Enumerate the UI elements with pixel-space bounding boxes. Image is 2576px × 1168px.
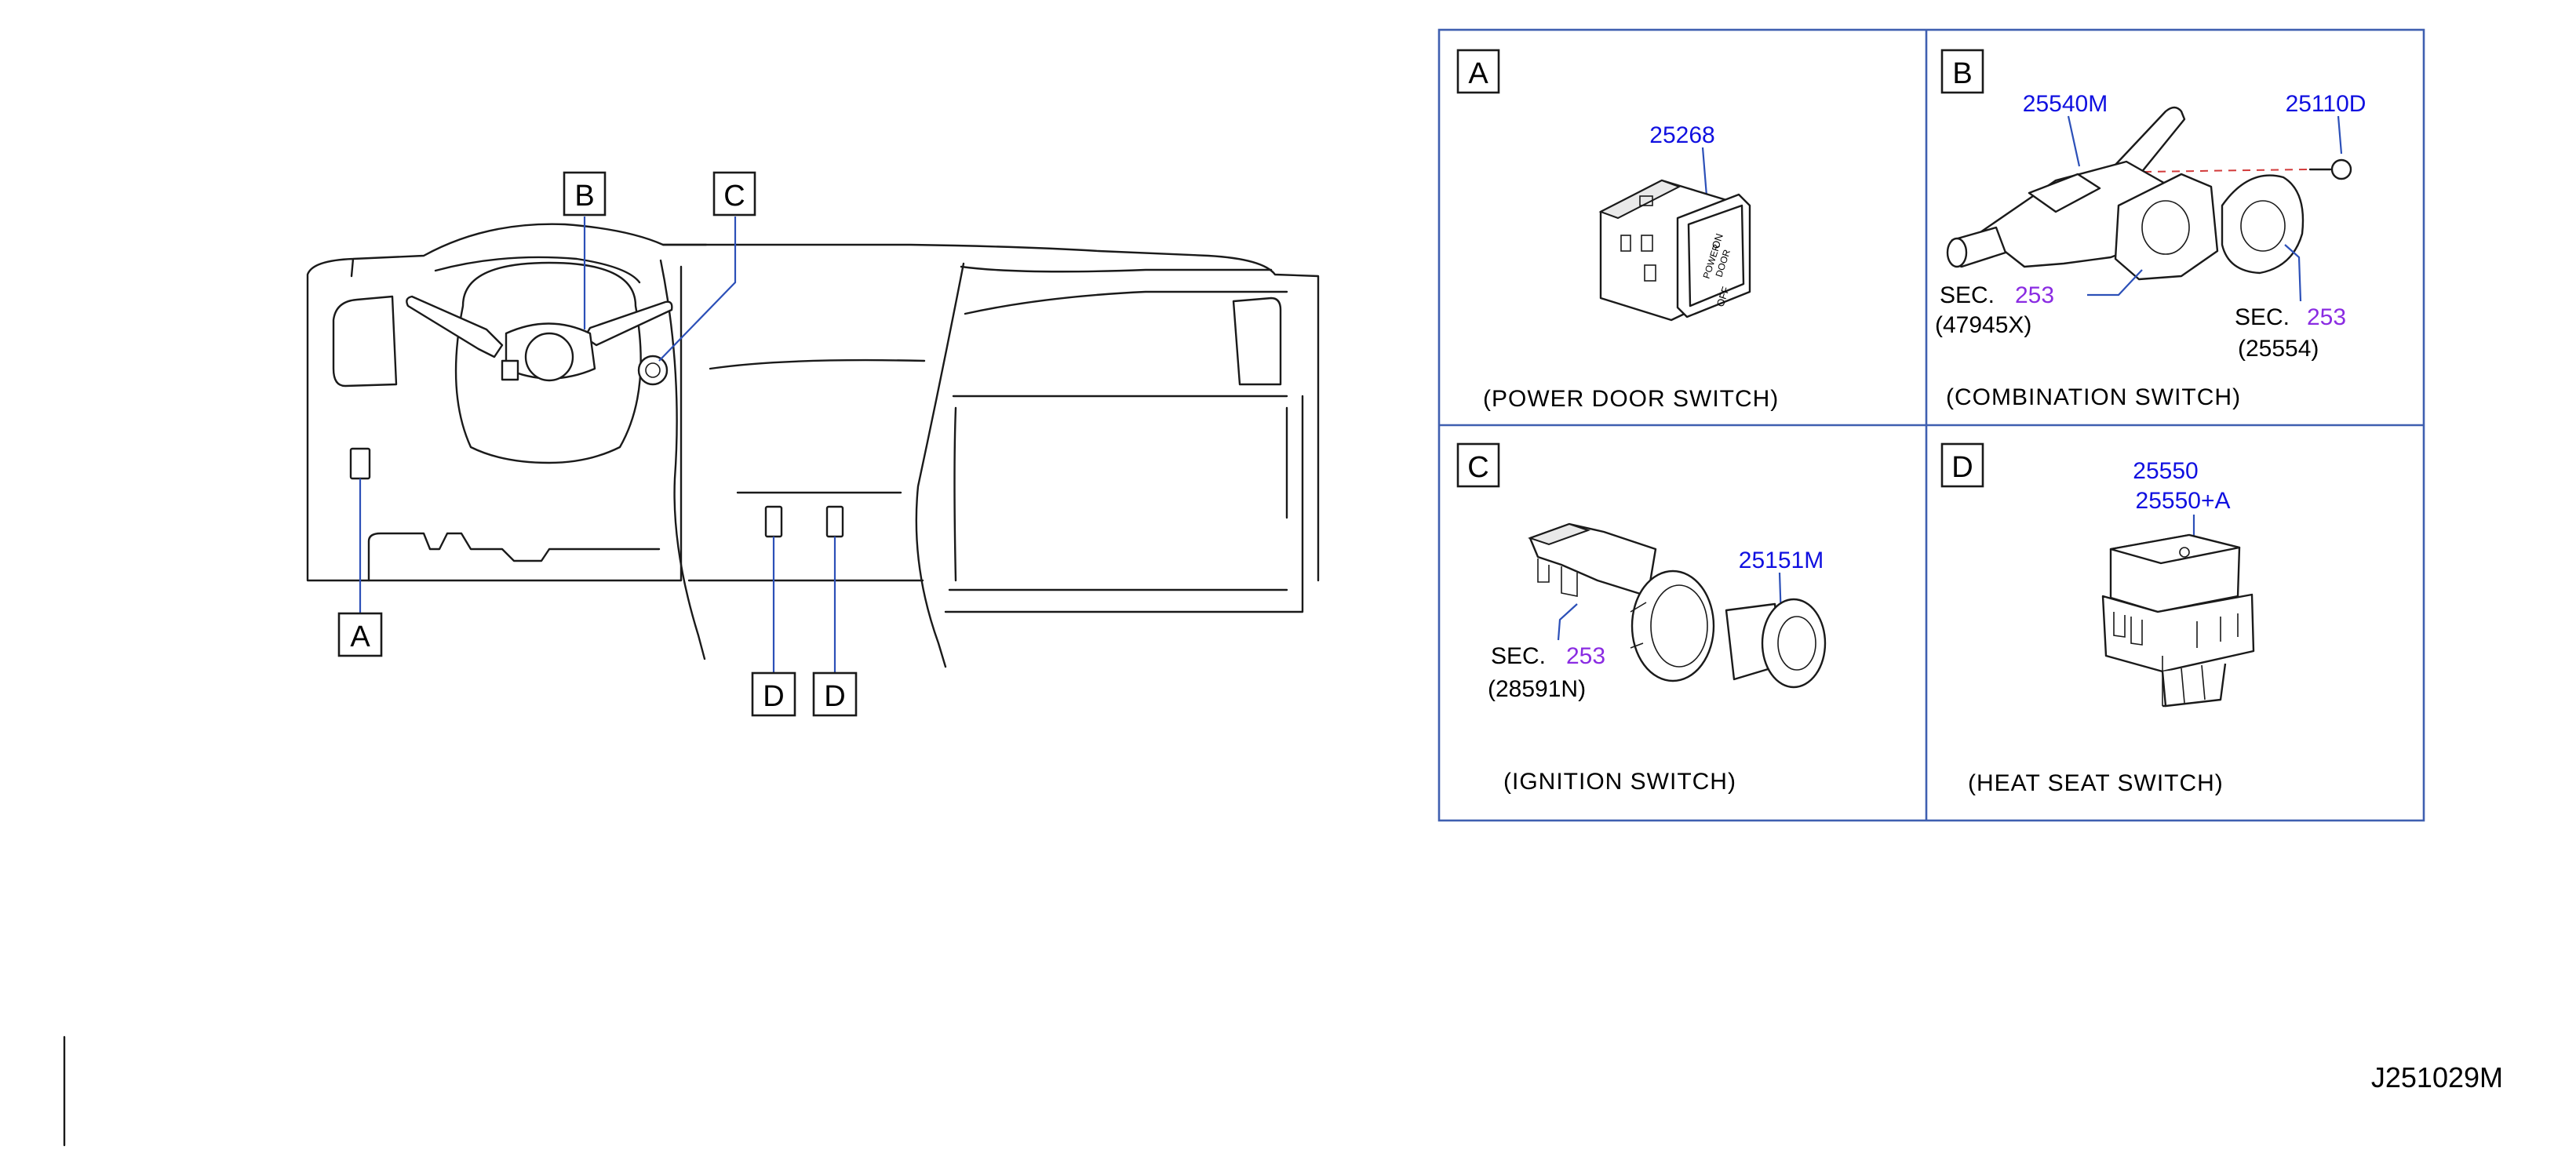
panel-c: C 25151M SEC. 253 (28591N) xyxy=(1456,442,1827,795)
caption-heat-seat-switch: (HEAT SEAT SWITCH) xyxy=(1968,770,2224,796)
stalk-right xyxy=(583,300,673,347)
ignition-knob-inner xyxy=(645,362,661,378)
glovebox-outline xyxy=(953,406,1288,582)
switch-d2-mini xyxy=(825,505,844,538)
sec-ref-28591n: (28591N) xyxy=(1488,676,1586,702)
sec-number-1: 253 xyxy=(2015,282,2054,308)
left-vent xyxy=(332,295,398,388)
steering-wheel xyxy=(454,261,642,464)
sec-ref-47945x: (47945X) xyxy=(1935,312,2031,338)
dashboard-top-edge xyxy=(661,243,1320,582)
svg-text:C: C xyxy=(1467,451,1488,484)
caption-ignition-switch: (IGNITION SWITCH) xyxy=(1503,769,1736,795)
dashboard-overview: B C A D D xyxy=(306,171,1320,717)
svg-text:B: B xyxy=(1952,57,1972,90)
switch-d1-mini xyxy=(764,505,783,538)
svg-text:D: D xyxy=(824,680,845,713)
part-number-25540m: 25540M xyxy=(2023,91,2108,117)
svg-text:C: C xyxy=(723,180,745,213)
svg-text:A: A xyxy=(1468,57,1488,90)
sec-prefix-2: SEC. xyxy=(2235,304,2290,330)
dashboard-outline xyxy=(306,223,708,582)
callout-a: A xyxy=(337,612,383,657)
combination-switch-illustration xyxy=(1946,106,2352,281)
part-number-25550-a: 25550+A xyxy=(2136,488,2231,514)
part-number-25550: 25550 xyxy=(2133,458,2198,484)
gauge-hood xyxy=(434,256,641,284)
panel-b: B 25540M 25110D xyxy=(1935,49,2366,410)
panel-b-letter-box: B xyxy=(1940,49,1984,94)
panel-d: D 25550 25550+A (HEAT SEAT SWITCH) xyxy=(1940,442,2255,796)
leader-sec-47945x xyxy=(2087,269,2143,297)
stalk-left xyxy=(406,295,504,358)
passenger-dash xyxy=(944,265,1304,613)
switch-a-mini xyxy=(349,447,371,480)
panel-d-letter-box: D xyxy=(1940,442,1984,488)
leader-c xyxy=(658,216,737,362)
leader-sec-28591n xyxy=(1557,603,1578,641)
panel-a-letter-box: A xyxy=(1456,49,1500,94)
caption-combination-switch: (COMBINATION SWITCH) xyxy=(1946,384,2241,410)
svg-text:A: A xyxy=(350,620,370,653)
sec-number-c: 253 xyxy=(1566,643,1605,669)
sec-prefix-c: SEC. xyxy=(1491,643,1546,669)
right-vent xyxy=(1232,297,1282,386)
drawing-code: J251029M xyxy=(2371,1061,2503,1093)
sec-prefix-1: SEC. xyxy=(1940,282,1995,308)
callout-c: C xyxy=(712,171,756,216)
part-number-25268: 25268 xyxy=(1649,122,1714,148)
callout-b: B xyxy=(563,171,607,216)
svg-text:D: D xyxy=(763,680,784,713)
svg-text:B: B xyxy=(574,180,594,213)
part-number-25110d: 25110D xyxy=(2286,91,2366,117)
power-door-switch-illustration: ON POWER DOOR OFF xyxy=(1598,179,1751,322)
callout-d1: D xyxy=(751,671,796,717)
lower-trim xyxy=(367,532,661,582)
caption-power-door-switch: (POWER DOOR SWITCH) xyxy=(1483,386,1779,412)
column-core xyxy=(524,332,574,382)
panel-a: A 25268 ON POWER DOOR OFF (POWER DOOR SW… xyxy=(1456,49,1779,412)
center-console xyxy=(659,259,965,668)
leader-25110d xyxy=(2337,115,2343,155)
svg-text:D: D xyxy=(1951,451,1973,484)
detail-panels: A 25268 ON POWER DOOR OFF (POWER DOOR SW… xyxy=(1437,28,2425,822)
sec-number-2: 253 xyxy=(2307,304,2346,330)
ignition-switch-illustration xyxy=(1527,522,1827,689)
switch-label-on: ON xyxy=(1710,232,1725,250)
leader-sec-25554 xyxy=(2284,244,2302,302)
panel-c-letter-box: C xyxy=(1456,442,1500,488)
heat-seat-switch-illustration xyxy=(2101,533,2255,708)
part-number-25151m: 25151M xyxy=(1739,548,1824,573)
callout-d2: D xyxy=(812,671,858,717)
sec-ref-25554: (25554) xyxy=(2238,336,2319,362)
column-tab xyxy=(501,359,519,381)
leader-25540m xyxy=(2067,115,2081,167)
ignition-knob xyxy=(637,355,669,386)
